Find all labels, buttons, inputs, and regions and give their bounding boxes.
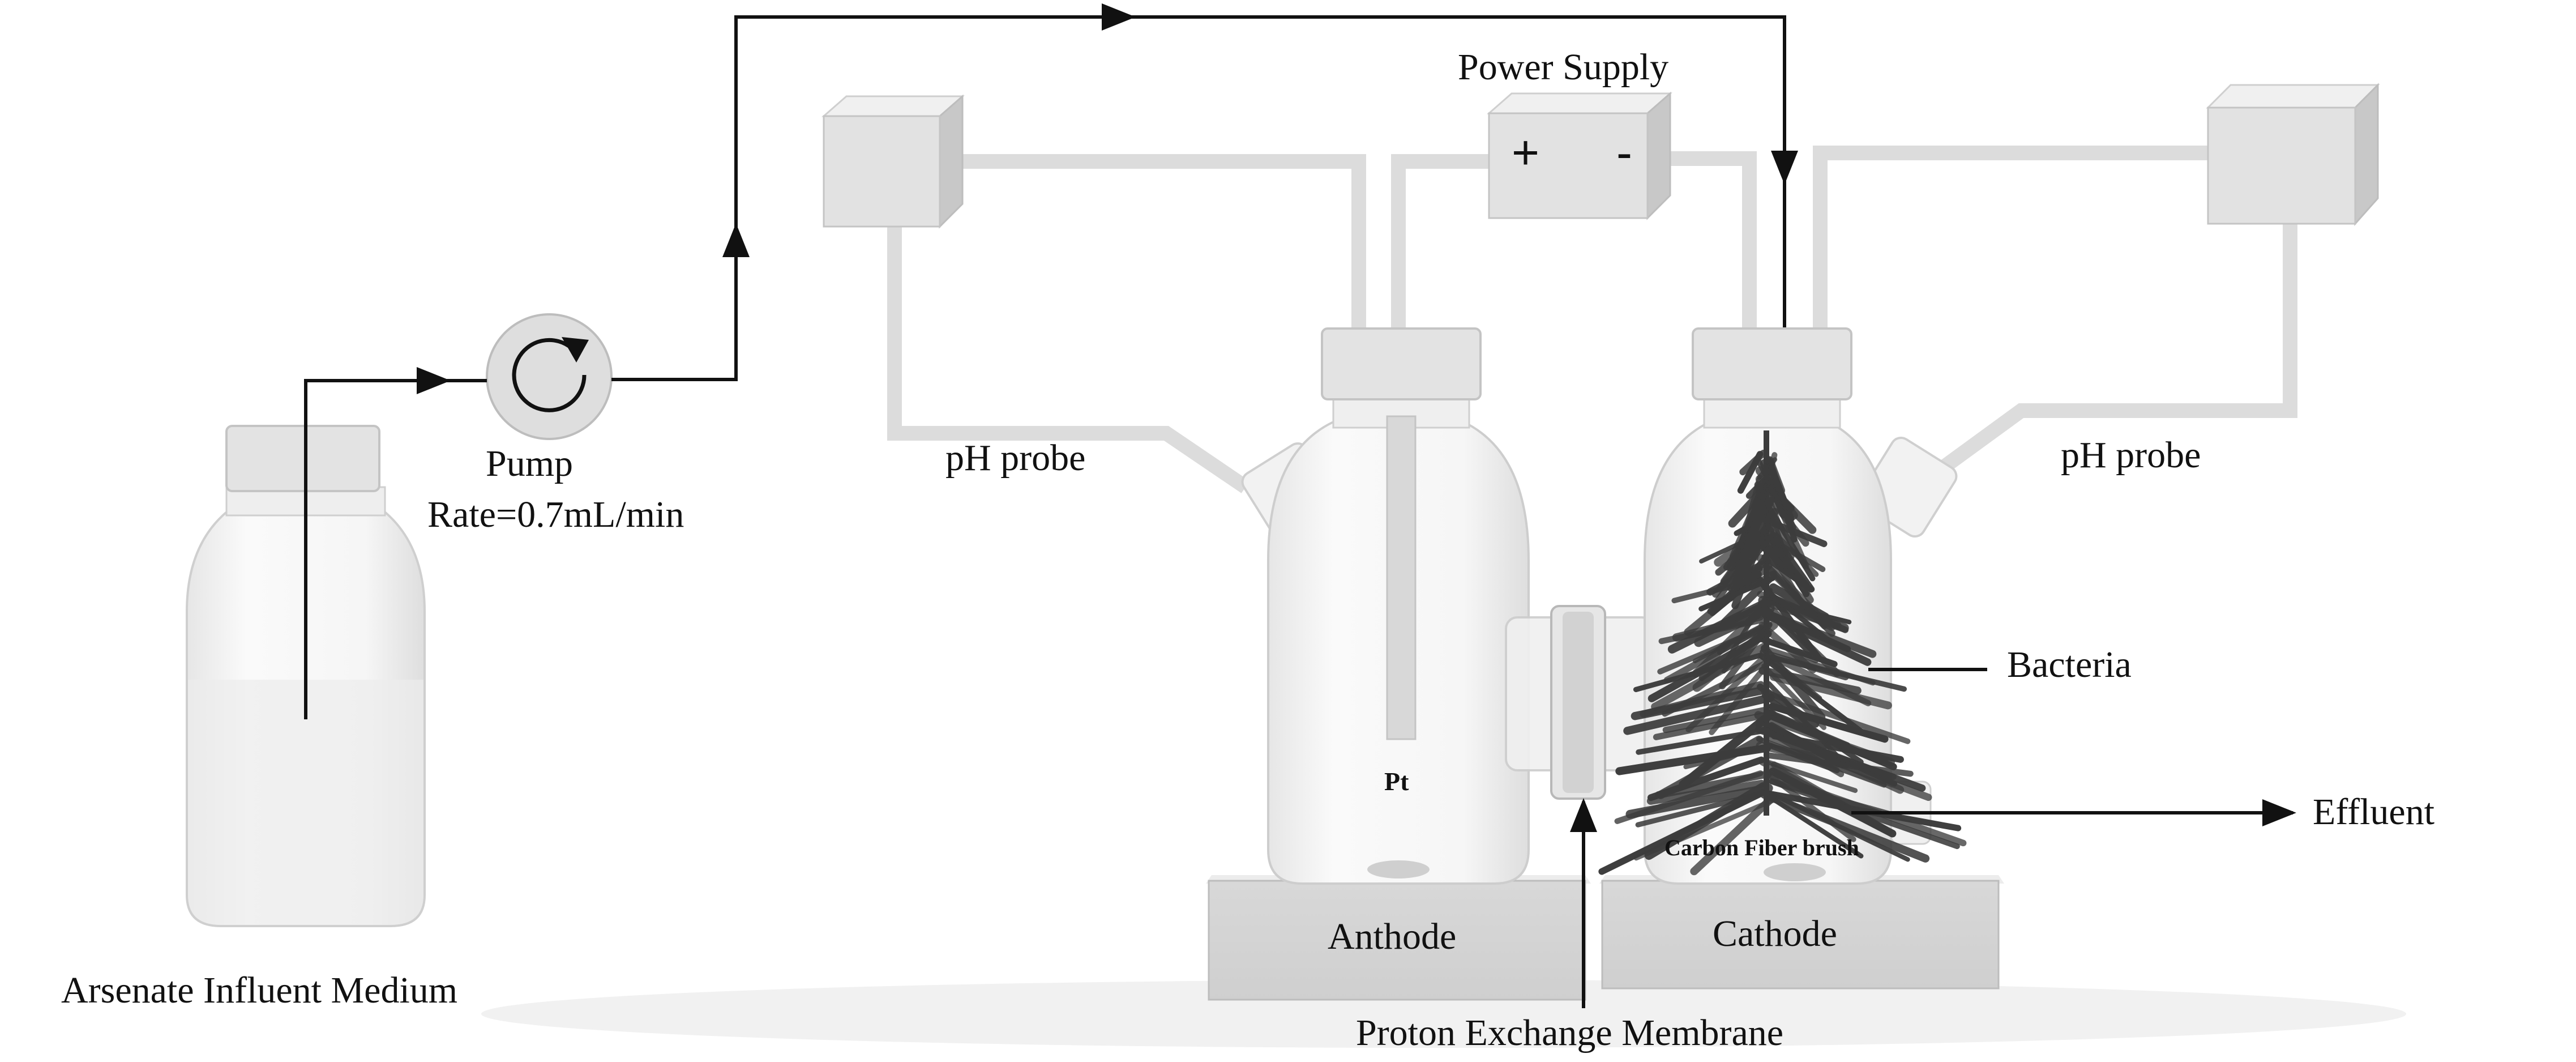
leader-lines xyxy=(1570,668,2296,1008)
brush-bristle xyxy=(1656,735,1764,799)
brush-bristle xyxy=(1754,711,1895,766)
brush-bristle xyxy=(1770,654,1872,706)
proton-exchange-membrane-label: Proton Exchange Membrane xyxy=(1356,1012,1783,1054)
brush-bristle xyxy=(1769,594,1849,633)
ground-shadow xyxy=(481,980,2406,1048)
brush-bristle xyxy=(1683,743,1774,770)
brush-bristle xyxy=(1719,621,1773,690)
minus-terminal-label: - xyxy=(1616,126,1632,179)
brush-bristle xyxy=(1653,710,1777,740)
brush-bristle xyxy=(1768,722,1846,769)
ph-probe-right-label: pH probe xyxy=(2061,434,2201,476)
plus-terminal-label: + xyxy=(1512,126,1539,179)
brush-bristle xyxy=(1636,726,1777,755)
ph-probe-right-unit xyxy=(1813,83,2380,516)
brush-bristle xyxy=(1765,742,1840,774)
brush-bristle xyxy=(1672,612,1764,642)
carbon-fiber-brush xyxy=(1598,430,1967,876)
rotation-arrow-icon xyxy=(512,338,587,412)
bacteria-label: Bacteria xyxy=(2007,644,2132,685)
ph-probe-left-label: pH probe xyxy=(945,437,1085,479)
brush-bristle xyxy=(1768,794,1864,859)
brush-bristle xyxy=(1692,596,1776,678)
pump-label: Pump xyxy=(486,443,573,484)
brush-bristle xyxy=(1721,571,1777,626)
brush-bristle xyxy=(1768,791,1910,862)
brush-bristle xyxy=(1598,790,1765,875)
brush-bristle xyxy=(1737,451,1764,494)
brush-bristle xyxy=(1732,501,1768,586)
brush-bristle xyxy=(1690,794,1777,876)
brush-bristle xyxy=(1768,702,1889,743)
brush-bristle xyxy=(1710,570,1777,610)
power-supply xyxy=(1391,91,1757,340)
membrane-assembly xyxy=(1505,605,1654,800)
anode-stir-bar xyxy=(1367,860,1430,878)
pump-rate-label: Rate=0.7mL/min xyxy=(427,494,684,535)
carbon-fiber-brush-label: Carbon Fiber brush xyxy=(1664,835,1859,860)
brush-bristle xyxy=(1631,686,1765,720)
influent-label: Arsenate Influent Medium xyxy=(61,970,457,1011)
anode-bottle xyxy=(1241,327,1530,885)
feed-tubing xyxy=(304,3,1798,428)
ph-probe-left-unit xyxy=(821,94,1366,493)
brush-bristle xyxy=(1761,636,1818,664)
brush-bristle xyxy=(1758,653,1866,736)
pump xyxy=(486,313,613,440)
pt-label: Pt xyxy=(1384,767,1409,796)
pt-electrode xyxy=(1386,415,1417,740)
brush-bristle xyxy=(1719,603,1764,627)
brush-bristle xyxy=(1761,645,1876,686)
brush-bristle xyxy=(1768,485,1817,534)
brush-bristle xyxy=(1755,475,1795,561)
brush-bristle xyxy=(1765,760,1858,793)
brush-bristle xyxy=(1765,457,1795,522)
brush-bristle xyxy=(1623,693,1775,735)
brush-bristle xyxy=(1614,770,1764,824)
brush-bristle xyxy=(1662,705,1774,733)
anthode-label: Anthode xyxy=(1328,916,1456,957)
cathode-label: Cathode xyxy=(1713,913,1837,954)
brush-bristle xyxy=(1767,778,1903,820)
brush-bristle xyxy=(1633,797,1777,861)
power-supply-label: Power Supply xyxy=(1458,46,1668,88)
brush-bristle xyxy=(1761,663,1826,730)
brush-bristle xyxy=(1685,656,1764,733)
cathode-stir-bar xyxy=(1764,863,1826,881)
effluent-label: Effluent xyxy=(2313,791,2434,833)
brush-bristle xyxy=(1737,477,1762,555)
